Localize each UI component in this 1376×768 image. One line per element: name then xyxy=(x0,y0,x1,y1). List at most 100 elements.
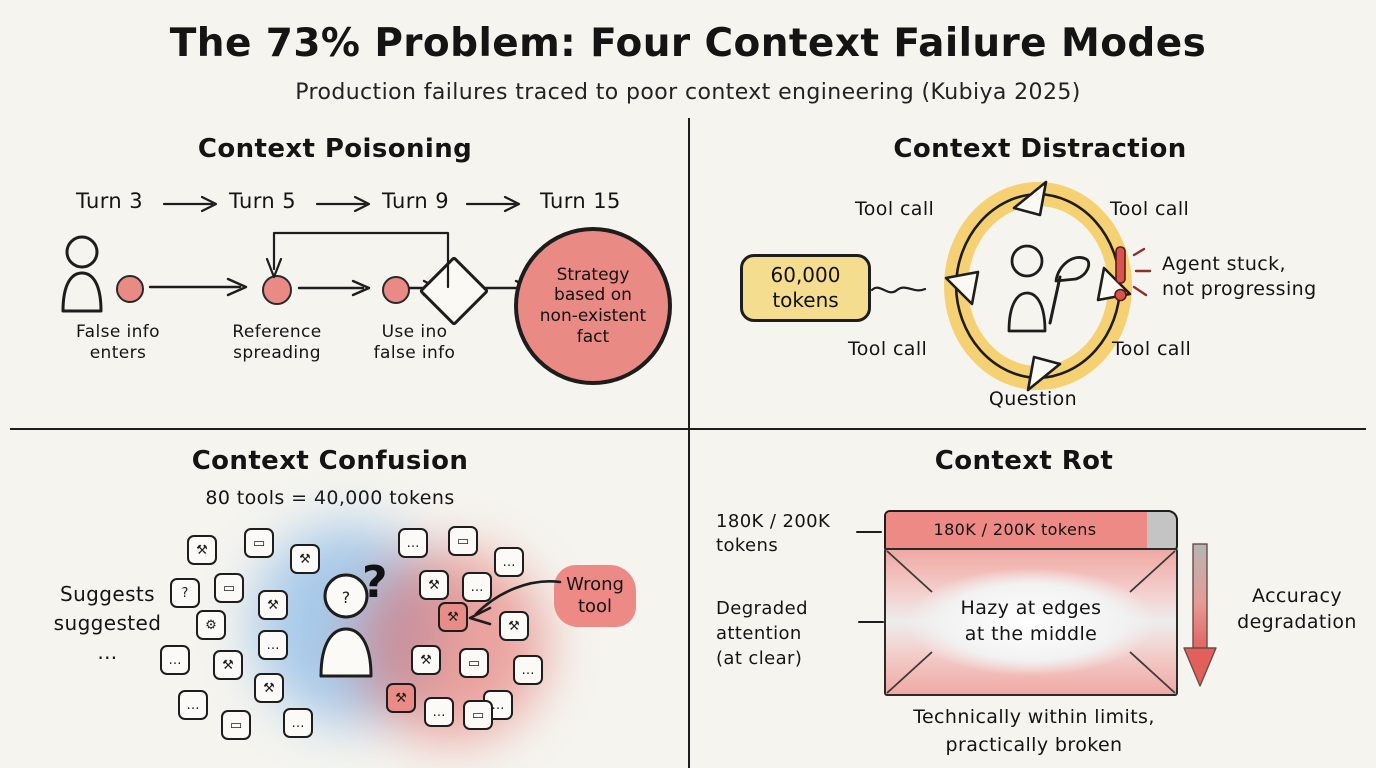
gear-icon: ⚙ xyxy=(205,617,217,633)
rot-bottom-note: Technically within limits, practically b… xyxy=(913,706,1155,756)
tool-tile[interactable]: ⚙ xyxy=(196,610,226,640)
tool-tile-field: ⚒▭⚒▭?⚒⚙…⚒……⚒▭……▭…⚒…⚒⚒⚒▭…⚒……▭ xyxy=(0,432,686,768)
ellipsis-icon: … xyxy=(168,652,182,668)
turn-arrow-2 xyxy=(315,195,371,213)
rot-label-tokens: 180K / 200K tokens xyxy=(716,511,831,557)
poisoning-caption-3: Use ino false info xyxy=(373,322,456,364)
rot-label-attention: Degraded attention (at clear) xyxy=(716,598,808,669)
wrong-tool-arrow xyxy=(468,580,562,626)
turn-label-15: Turn 15 xyxy=(540,189,621,213)
hammer-icon: ⚒ xyxy=(222,657,234,673)
turn-arrow-1 xyxy=(162,195,218,213)
turn-label-3: Turn 3 xyxy=(76,189,143,213)
wrench-icon: ⚒ xyxy=(299,551,311,567)
ellipsis-icon: … xyxy=(186,697,200,713)
tool-tile[interactable]: … xyxy=(462,572,492,602)
wrench-icon: ⚒ xyxy=(428,577,440,593)
token-progress-fill xyxy=(886,512,1147,550)
token-progress-bar: 180K / 200K tokens xyxy=(884,510,1178,552)
page-title: The 73% Problem: Four Context Failure Mo… xyxy=(169,21,1207,66)
tool-tile[interactable]: ⚒ xyxy=(438,602,468,632)
tool-tile[interactable]: ⚒ xyxy=(213,650,243,680)
tool-tile[interactable]: ▭ xyxy=(459,648,489,678)
tool-tile[interactable]: ▭ xyxy=(448,526,478,556)
hammer-icon: ⚒ xyxy=(267,597,279,613)
tool-tile[interactable]: ⚒ xyxy=(499,611,529,641)
ellipsis-icon: … xyxy=(266,637,280,653)
rot-box-text: Hazy at edges at the middle xyxy=(960,597,1102,645)
tool-tile[interactable]: ▭ xyxy=(463,700,493,730)
poisoning-title: Context Poisoning xyxy=(197,134,473,164)
tool-tile[interactable]: ▭ xyxy=(221,710,251,740)
rot-corner-lines xyxy=(886,550,1176,694)
agent-stuck-label: Agent stuck, not progressing xyxy=(1162,253,1317,301)
tool-tile[interactable]: … xyxy=(398,528,428,558)
rot-title: Context Rot xyxy=(934,446,1114,476)
folder-icon: ▭ xyxy=(471,707,485,723)
accuracy-degradation-arrow xyxy=(1183,543,1217,687)
flow-arrow-1 xyxy=(148,277,248,297)
tool-tile[interactable]: … xyxy=(424,697,454,727)
loop-label-bottom-right: Tool call xyxy=(1112,338,1192,360)
token-progress-label: 180K / 200K tokens xyxy=(933,520,1097,539)
poisoning-caption-1: False info enters xyxy=(76,322,160,364)
folder-icon: ▭ xyxy=(229,717,243,733)
confused-agent-icon: ? xyxy=(319,573,373,678)
tool-tile[interactable]: … xyxy=(494,547,524,577)
loop-label-top-right: Tool call xyxy=(1110,198,1190,220)
ellipsis-icon: … xyxy=(291,715,305,731)
feedback-loop-arrow xyxy=(265,231,450,289)
folder-icon: ▭ xyxy=(467,655,481,671)
tool-tile[interactable]: … xyxy=(258,630,288,660)
confusion-left-note: Suggests suggested … xyxy=(53,582,162,664)
ellipsis-icon: … xyxy=(432,704,446,720)
loop-label-bottom-left: Tool call xyxy=(848,338,928,360)
ellipsis-icon: … xyxy=(491,697,505,713)
turn-label-9: Turn 9 xyxy=(382,189,449,213)
folder-icon: ▭ xyxy=(456,533,470,549)
tool-tile[interactable]: ⚒ xyxy=(290,544,320,574)
tool-tile[interactable]: ⚒ xyxy=(386,683,416,713)
tool-tile[interactable]: ⚒ xyxy=(411,645,441,675)
tool-tile[interactable]: ⚒ xyxy=(419,570,449,600)
hammer-icon: ⚒ xyxy=(508,618,520,634)
agent-with-tool-icon xyxy=(1007,244,1091,333)
ellipsis-icon: … xyxy=(406,535,420,551)
tool-tile[interactable]: ? xyxy=(170,578,200,608)
tool-tile[interactable]: … xyxy=(178,690,208,720)
tool-tile[interactable]: ⚒ xyxy=(258,590,288,620)
flow-dot-3 xyxy=(382,276,410,304)
squiggle-connector xyxy=(870,286,927,294)
flow-dot-1 xyxy=(116,275,144,303)
tool-tile[interactable]: ▭ xyxy=(214,573,244,603)
tool-tile[interactable]: … xyxy=(283,708,313,738)
poisoning-outcome-circle: Strategy based on non-existent fact xyxy=(514,227,672,385)
rot-leader-line-top xyxy=(856,531,882,533)
wrench-icon: ⚒ xyxy=(263,680,275,696)
wrong-tool-callout: Wrong tool xyxy=(554,565,636,627)
tool-tile[interactable]: ⚒ xyxy=(254,673,284,703)
ellipsis-icon: … xyxy=(521,662,535,678)
tool-tile[interactable]: … xyxy=(160,645,190,675)
turn-label-5: Turn 5 xyxy=(229,189,296,213)
question-icon: ? xyxy=(181,585,189,601)
tool-tile[interactable]: ⚒ xyxy=(187,535,217,565)
token-count-box: 60,000 tokens xyxy=(740,254,871,322)
page-subtitle: Production failures traced to poor conte… xyxy=(295,80,1081,105)
poisoning-caption-2: Reference spreading xyxy=(232,322,322,364)
ellipsis-icon: … xyxy=(470,579,484,595)
divider-horizontal xyxy=(10,428,1366,430)
wrench-icon: ⚒ xyxy=(196,542,208,558)
context-window-box: Hazy at edges at the middle xyxy=(884,548,1178,696)
tool-tile[interactable]: ▭ xyxy=(244,528,274,558)
folder-icon: ▭ xyxy=(252,535,266,551)
svg-text:?: ? xyxy=(342,588,351,607)
confusion-subtitle: 80 tools = 40,000 tokens xyxy=(205,487,455,509)
divider-vertical xyxy=(688,118,690,768)
tool-tile[interactable]: … xyxy=(513,655,543,685)
flow-arrow-2 xyxy=(297,279,371,297)
panel-context-confusion: Context Confusion 80 tools = 40,000 toke… xyxy=(0,432,686,768)
wrench-icon: ⚒ xyxy=(420,652,432,668)
turn-arrow-3 xyxy=(465,195,521,213)
